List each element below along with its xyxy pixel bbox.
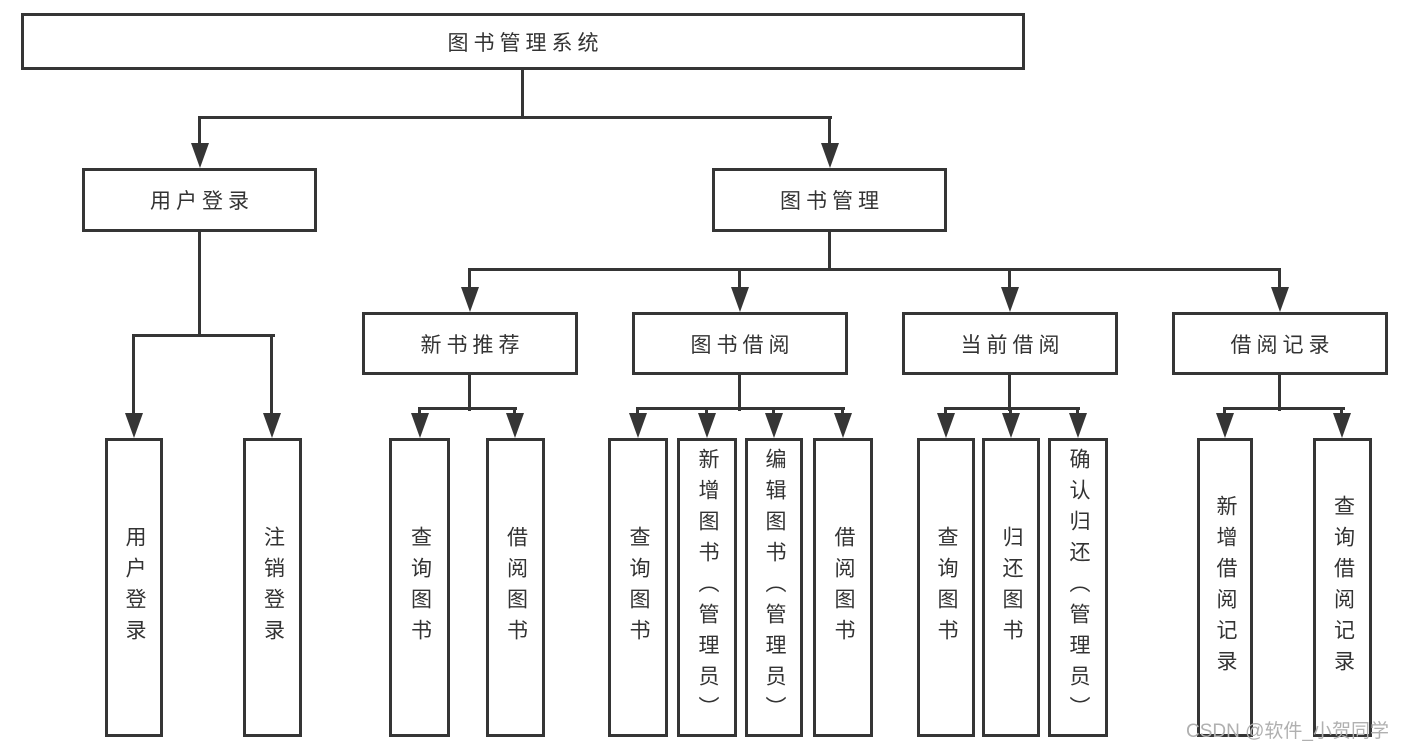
node-book-borrowing: 图书借阅 bbox=[632, 312, 848, 375]
arrow-down-icon bbox=[513, 407, 516, 413]
leaf-edit-book-admin: 编辑图书（管理员） bbox=[745, 438, 803, 737]
arrow-down-icon bbox=[468, 268, 471, 287]
connector-line bbox=[198, 116, 832, 119]
arrow-down-icon bbox=[772, 407, 775, 413]
arrow-down-icon bbox=[1009, 407, 1012, 413]
node-label: 借阅记录 bbox=[1230, 333, 1335, 357]
leaf-query-borrow-record: 查询借阅记录 bbox=[1313, 438, 1372, 737]
leaf-add-book-admin: 新增图书（管理员） bbox=[677, 438, 737, 737]
connector-line bbox=[521, 70, 524, 118]
arrow-down-icon bbox=[828, 116, 831, 143]
csdn-watermark: CSDN @软件_小贺同学 bbox=[1186, 721, 1389, 742]
leaf-borrow-books-borrowing: 借阅图书 bbox=[813, 438, 873, 737]
node-borrowing-records: 借阅记录 bbox=[1172, 312, 1388, 375]
arrow-down-icon bbox=[1076, 407, 1079, 413]
arrow-down-icon bbox=[636, 407, 639, 413]
node-library-management-system: 图书管理系统 bbox=[21, 13, 1025, 70]
leaf-add-borrow-record: 新增借阅记录 bbox=[1197, 438, 1253, 737]
arrow-down-icon bbox=[1340, 407, 1343, 413]
leaf-confirm-return-admin: 确认归还（管理员） bbox=[1048, 438, 1108, 737]
arrow-down-icon bbox=[132, 334, 135, 413]
node-label: 查询借阅记录 bbox=[1331, 494, 1355, 681]
connector-line bbox=[468, 268, 1281, 271]
node-label: 图书管理 bbox=[780, 190, 884, 213]
node-label: 确认归还（管理员） bbox=[1067, 448, 1090, 727]
node-label: 图书借阅 bbox=[690, 333, 795, 357]
leaf-query-books-current: 查询图书 bbox=[917, 438, 975, 737]
connector-line bbox=[1278, 375, 1281, 411]
leaf-query-books-recommend: 查询图书 bbox=[389, 438, 450, 737]
node-label: 查询图书 bbox=[627, 525, 650, 650]
arrow-down-icon bbox=[1223, 407, 1226, 413]
connector-line bbox=[132, 334, 275, 337]
node-label: 归还图书 bbox=[1000, 525, 1023, 650]
node-label: 新增图书（管理员） bbox=[696, 448, 719, 727]
arrow-down-icon bbox=[198, 116, 201, 143]
leaf-borrow-books-recommend: 借阅图书 bbox=[486, 438, 545, 737]
arrow-down-icon bbox=[1278, 268, 1281, 287]
arrow-down-icon bbox=[705, 407, 708, 413]
node-label: 查询图书 bbox=[408, 525, 432, 650]
node-label: 图书管理系统 bbox=[447, 31, 604, 55]
node-label: 注销登录 bbox=[261, 525, 285, 650]
node-book-management: 图书管理 bbox=[712, 168, 947, 232]
node-current-borrowing: 当前借阅 bbox=[902, 312, 1118, 375]
arrow-down-icon bbox=[944, 407, 947, 413]
arrow-down-icon bbox=[1008, 268, 1011, 287]
connector-line bbox=[738, 375, 741, 411]
connector-line bbox=[1223, 407, 1345, 410]
connector-line bbox=[418, 407, 517, 410]
node-label: 新增借阅记录 bbox=[1214, 494, 1237, 681]
arrow-down-icon bbox=[270, 334, 273, 413]
connector-line bbox=[828, 232, 831, 271]
node-label: 用户登录 bbox=[150, 190, 254, 213]
node-label: 借阅图书 bbox=[832, 525, 855, 650]
connector-line bbox=[468, 375, 471, 411]
arrow-down-icon bbox=[418, 407, 421, 413]
node-label: 用户登录 bbox=[123, 525, 146, 650]
connector-line bbox=[636, 407, 845, 410]
connector-line bbox=[198, 232, 201, 336]
node-label: 当前借阅 bbox=[960, 333, 1065, 357]
node-label: 编辑图书（管理员） bbox=[763, 448, 786, 727]
connector-line bbox=[944, 407, 1080, 410]
node-label: 新书推荐 bbox=[420, 333, 525, 357]
arrow-down-icon bbox=[841, 407, 844, 413]
connector-line bbox=[1008, 375, 1011, 411]
leaf-query-books-borrowing: 查询图书 bbox=[608, 438, 668, 737]
leaf-logout: 注销登录 bbox=[243, 438, 302, 737]
node-label: 借阅图书 bbox=[504, 525, 528, 650]
node-new-book-recommendation: 新书推荐 bbox=[362, 312, 578, 375]
node-user-login: 用户登录 bbox=[82, 168, 317, 232]
arrow-down-icon bbox=[738, 268, 741, 287]
leaf-return-book: 归还图书 bbox=[982, 438, 1040, 737]
node-label: 查询图书 bbox=[935, 525, 958, 650]
leaf-user-login: 用户登录 bbox=[105, 438, 163, 737]
